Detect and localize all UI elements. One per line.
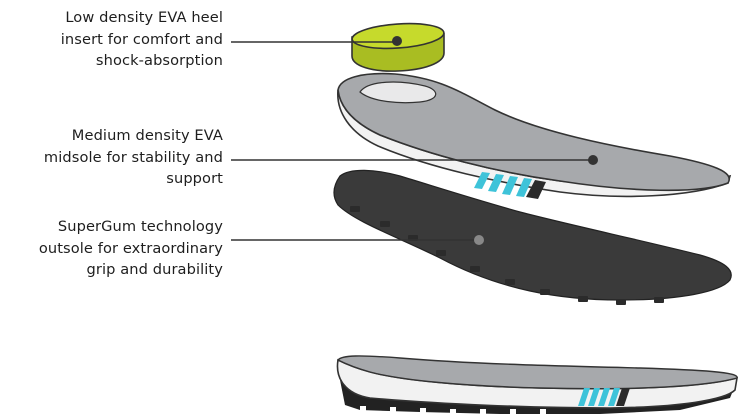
assembled-sole-illustration <box>337 356 737 414</box>
heel-insert-illustration <box>351 21 444 71</box>
